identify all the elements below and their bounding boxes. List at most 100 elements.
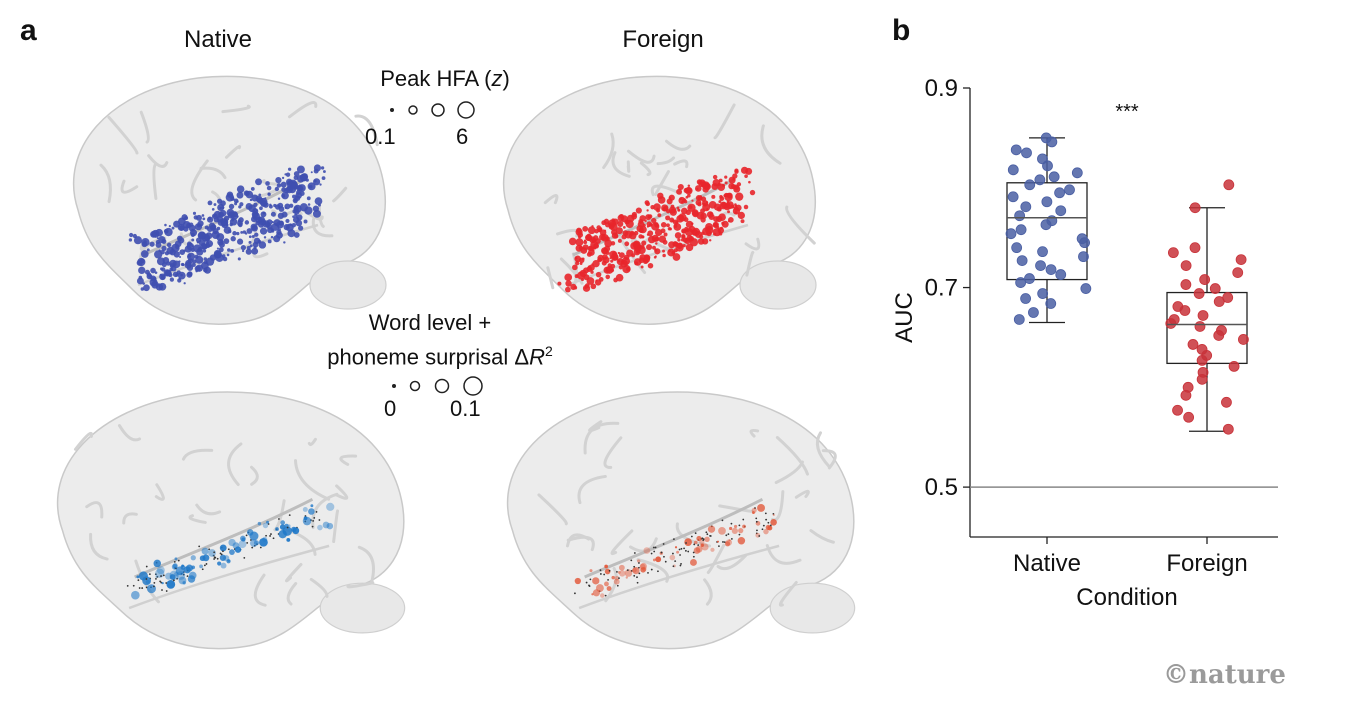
electrode-dot xyxy=(201,568,204,571)
electrode-dot xyxy=(236,185,245,193)
electrode-dot xyxy=(675,243,684,252)
electrode-dot xyxy=(265,181,270,186)
electrode-dot xyxy=(234,202,238,206)
electrode-dot xyxy=(592,577,600,585)
electrode-dot xyxy=(565,280,572,287)
brain-foreign-top xyxy=(502,75,817,325)
electrode-dot xyxy=(177,271,186,280)
electrode-dot xyxy=(673,538,675,541)
gyrus-line xyxy=(311,217,334,238)
legend-title-var: z xyxy=(491,66,503,91)
electrode-dot xyxy=(138,275,143,280)
electrode-dot xyxy=(685,228,690,233)
gyrus-line xyxy=(546,266,555,290)
electrode-dot xyxy=(738,533,741,536)
electrode-dot xyxy=(679,564,682,567)
electrode-dot xyxy=(291,222,296,228)
electrode-dot xyxy=(657,213,662,218)
electrode-dot xyxy=(231,218,234,222)
electrode-dot xyxy=(172,563,178,569)
electrode-dot xyxy=(575,261,580,266)
electrode-dot xyxy=(187,271,193,277)
gyrus-line xyxy=(357,545,375,584)
data-point xyxy=(1235,254,1247,266)
electrode-dot xyxy=(672,253,681,261)
cortex-outline xyxy=(506,391,855,650)
electrode-dot xyxy=(237,238,244,245)
electrode-dot xyxy=(695,545,703,553)
electrode-dot xyxy=(300,187,304,190)
electrode-dot xyxy=(700,217,706,223)
electrode-dot xyxy=(248,240,252,244)
electrode-dot xyxy=(179,225,185,231)
electrode-dot xyxy=(226,559,231,564)
electrode-dot xyxy=(709,534,711,537)
electrode-dot xyxy=(665,215,671,221)
electrode-dot xyxy=(742,518,745,521)
electrode-dot xyxy=(641,235,645,239)
electrode-dot xyxy=(184,216,189,220)
electrode-dot xyxy=(643,547,651,554)
gyrus-line xyxy=(785,205,816,245)
electrode-dot xyxy=(141,238,150,247)
electrode-dot xyxy=(312,205,320,212)
electrode-dot xyxy=(718,200,722,204)
electrode-dot xyxy=(704,536,710,542)
delta-r2-legend-line2: phoneme surprisal ΔR2 xyxy=(290,343,590,370)
electrode-dot xyxy=(262,536,268,542)
electrode-dot xyxy=(326,502,335,511)
electrode-dot xyxy=(734,168,739,173)
electrode-dot xyxy=(251,247,259,255)
gyrus-line xyxy=(713,103,736,140)
electrode-dot xyxy=(313,178,321,186)
electrode-dot xyxy=(161,245,167,251)
electrode-dot xyxy=(212,227,219,235)
electrode-dot xyxy=(228,538,236,547)
gyrus-line xyxy=(250,465,259,486)
electrode-dot xyxy=(680,207,688,215)
electrode-dot xyxy=(253,540,260,546)
electrode-dot xyxy=(272,537,275,540)
electrode-dot xyxy=(762,524,765,527)
electrode-dot xyxy=(160,267,163,271)
gyrus-line xyxy=(774,460,804,485)
brain-surface xyxy=(506,391,856,650)
electrode-dot xyxy=(614,234,619,239)
data-point xyxy=(1209,283,1221,294)
electrode-dot xyxy=(669,554,676,561)
electrode-dot xyxy=(669,208,677,216)
data-point xyxy=(1167,247,1179,259)
data-point xyxy=(1078,251,1089,263)
electrode-dot xyxy=(737,537,746,545)
electrode-dot xyxy=(677,238,681,242)
data-point xyxy=(1183,411,1195,423)
electrode-dot xyxy=(687,550,690,553)
data-point xyxy=(1013,314,1025,325)
data-point xyxy=(1199,274,1211,285)
x-axis-label: Condition xyxy=(1076,584,1177,611)
electrode-dot xyxy=(723,194,727,198)
gyrus-line xyxy=(626,149,656,164)
electrode-dot xyxy=(693,540,698,545)
electrode-dot xyxy=(170,265,177,272)
electrode-dot xyxy=(574,274,579,278)
electrode-dot xyxy=(705,222,713,231)
electrode-dot xyxy=(765,524,771,531)
electrode-dot xyxy=(277,197,281,201)
electrode-dot xyxy=(700,208,705,214)
electrode-dot xyxy=(185,259,192,267)
electrode-dot xyxy=(712,174,718,180)
gyrus-line xyxy=(703,578,713,606)
electrode-dot xyxy=(718,527,726,535)
electrode-dot xyxy=(220,562,227,569)
electrode-dot xyxy=(688,225,696,233)
electrode-dot xyxy=(183,282,186,285)
electrode-dot xyxy=(182,220,191,229)
gyrus-line xyxy=(639,161,652,177)
electrode-dot xyxy=(724,181,728,185)
electrode-dot xyxy=(217,203,225,211)
electrode-dot xyxy=(588,585,591,587)
electrode-dot xyxy=(166,261,171,266)
electrode-dot xyxy=(278,518,280,520)
electrode-dot xyxy=(198,545,201,548)
